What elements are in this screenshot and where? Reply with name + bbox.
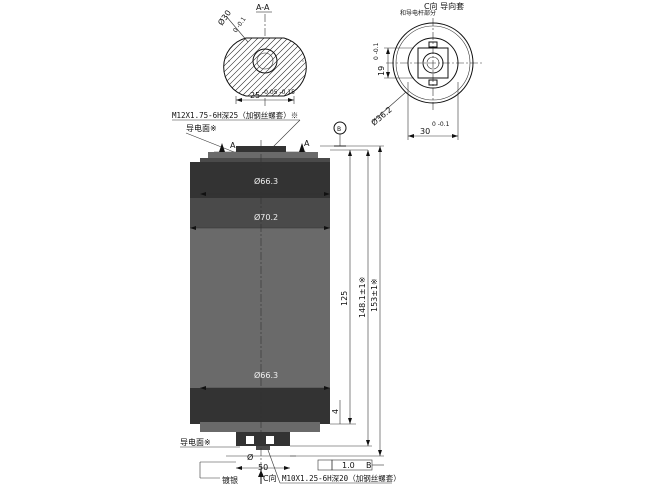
hatch-line: [223, 38, 261, 96]
section-title: A-A: [256, 3, 270, 12]
hatch-line: [334, 36, 398, 100]
section-view-aa: A-A Ø30 0 -0.1 25 -0.05 -0.15: [215, 3, 398, 108]
hatch-line: [243, 38, 307, 96]
hatch-line: [297, 38, 307, 96]
end-view-subtitle: 和导电杆部分: [400, 9, 436, 17]
hatch-line: [261, 38, 307, 96]
end-dia-label: Ø36.2: [369, 104, 394, 127]
end-view-bore: [422, 52, 444, 74]
top-flange: [190, 162, 330, 198]
hatch-line: [223, 38, 225, 96]
c-direction-label: C向: [263, 473, 277, 483]
hatch-line: [223, 38, 231, 96]
dia-top-label: Ø66.3: [254, 176, 278, 186]
end-width-label: 30: [420, 127, 430, 136]
end-height-label: 19: [377, 66, 386, 76]
hatch-line: [223, 38, 255, 96]
bottom-flange: [190, 388, 330, 424]
hatch-line: [267, 38, 307, 96]
end-height-tol: 0 -0.1: [373, 42, 380, 60]
hatch-line: [231, 38, 297, 96]
section-width-label: 25: [250, 91, 260, 100]
end-view-outer-circle: [392, 22, 474, 104]
hatch-line: [223, 38, 273, 96]
length-4: 4: [331, 409, 340, 414]
thread-bottom-note: M10X1.25-6H深20（加钢丝螺套）: [282, 473, 401, 483]
section-dia-label: Ø30: [215, 8, 233, 27]
runout-tolerance: 1.0: [342, 461, 355, 470]
hatch-line: [310, 36, 374, 100]
hatch-line: [237, 38, 303, 96]
bottom-dia-symbol: Ø: [247, 452, 253, 462]
section-dia-tol: 0 -0.1: [232, 16, 248, 34]
end-view-title: C向 导向套: [424, 1, 464, 11]
dia-mid-label: Ø70.2: [254, 212, 278, 222]
end-width-tol: 0 -0.1: [432, 121, 450, 128]
main-view: M12X1.75-6H深25（加钢丝螺套）※ 导电面※ A A B: [172, 110, 401, 485]
runout-datum: B: [366, 461, 372, 470]
datum-b-letter: B: [337, 126, 341, 133]
hatch-line: [316, 36, 380, 100]
section-hatch: [223, 36, 398, 100]
arrow-a-right: A: [304, 139, 310, 148]
thread-top-note: M12X1.75-6H深25（加钢丝螺套）※: [172, 110, 298, 120]
insulator-section: [190, 228, 330, 388]
dia-bottom-label: Ø66.3: [254, 370, 278, 380]
bottom-width-50: 50: [258, 463, 268, 472]
bottom-face-label: 导电面※: [180, 437, 211, 447]
top-face-label: 导电面※: [186, 123, 217, 133]
hatch-line: [279, 38, 307, 96]
hatch-line: [223, 38, 267, 96]
hatch-line: [303, 38, 307, 96]
length-148: 148.1±1※: [358, 277, 367, 318]
bottom-terminal: [236, 432, 290, 446]
hatch-line: [223, 38, 249, 96]
section-bore: [252, 48, 278, 74]
hatch-line: [255, 38, 307, 96]
section-width-tol: -0.05 -0.15: [262, 89, 295, 96]
silver-plating-label: 镀银: [222, 475, 238, 485]
arrow-a-left: A: [230, 141, 236, 150]
length-125: 125: [340, 291, 349, 306]
hatch-line: [225, 38, 291, 96]
hatch-line: [223, 38, 237, 96]
length-153: 153±1※: [370, 278, 379, 312]
end-view-c: C向 导向套 和导电杆部分 19 0 -0.1 Ø36.2 30 0 -0.1: [369, 1, 482, 140]
